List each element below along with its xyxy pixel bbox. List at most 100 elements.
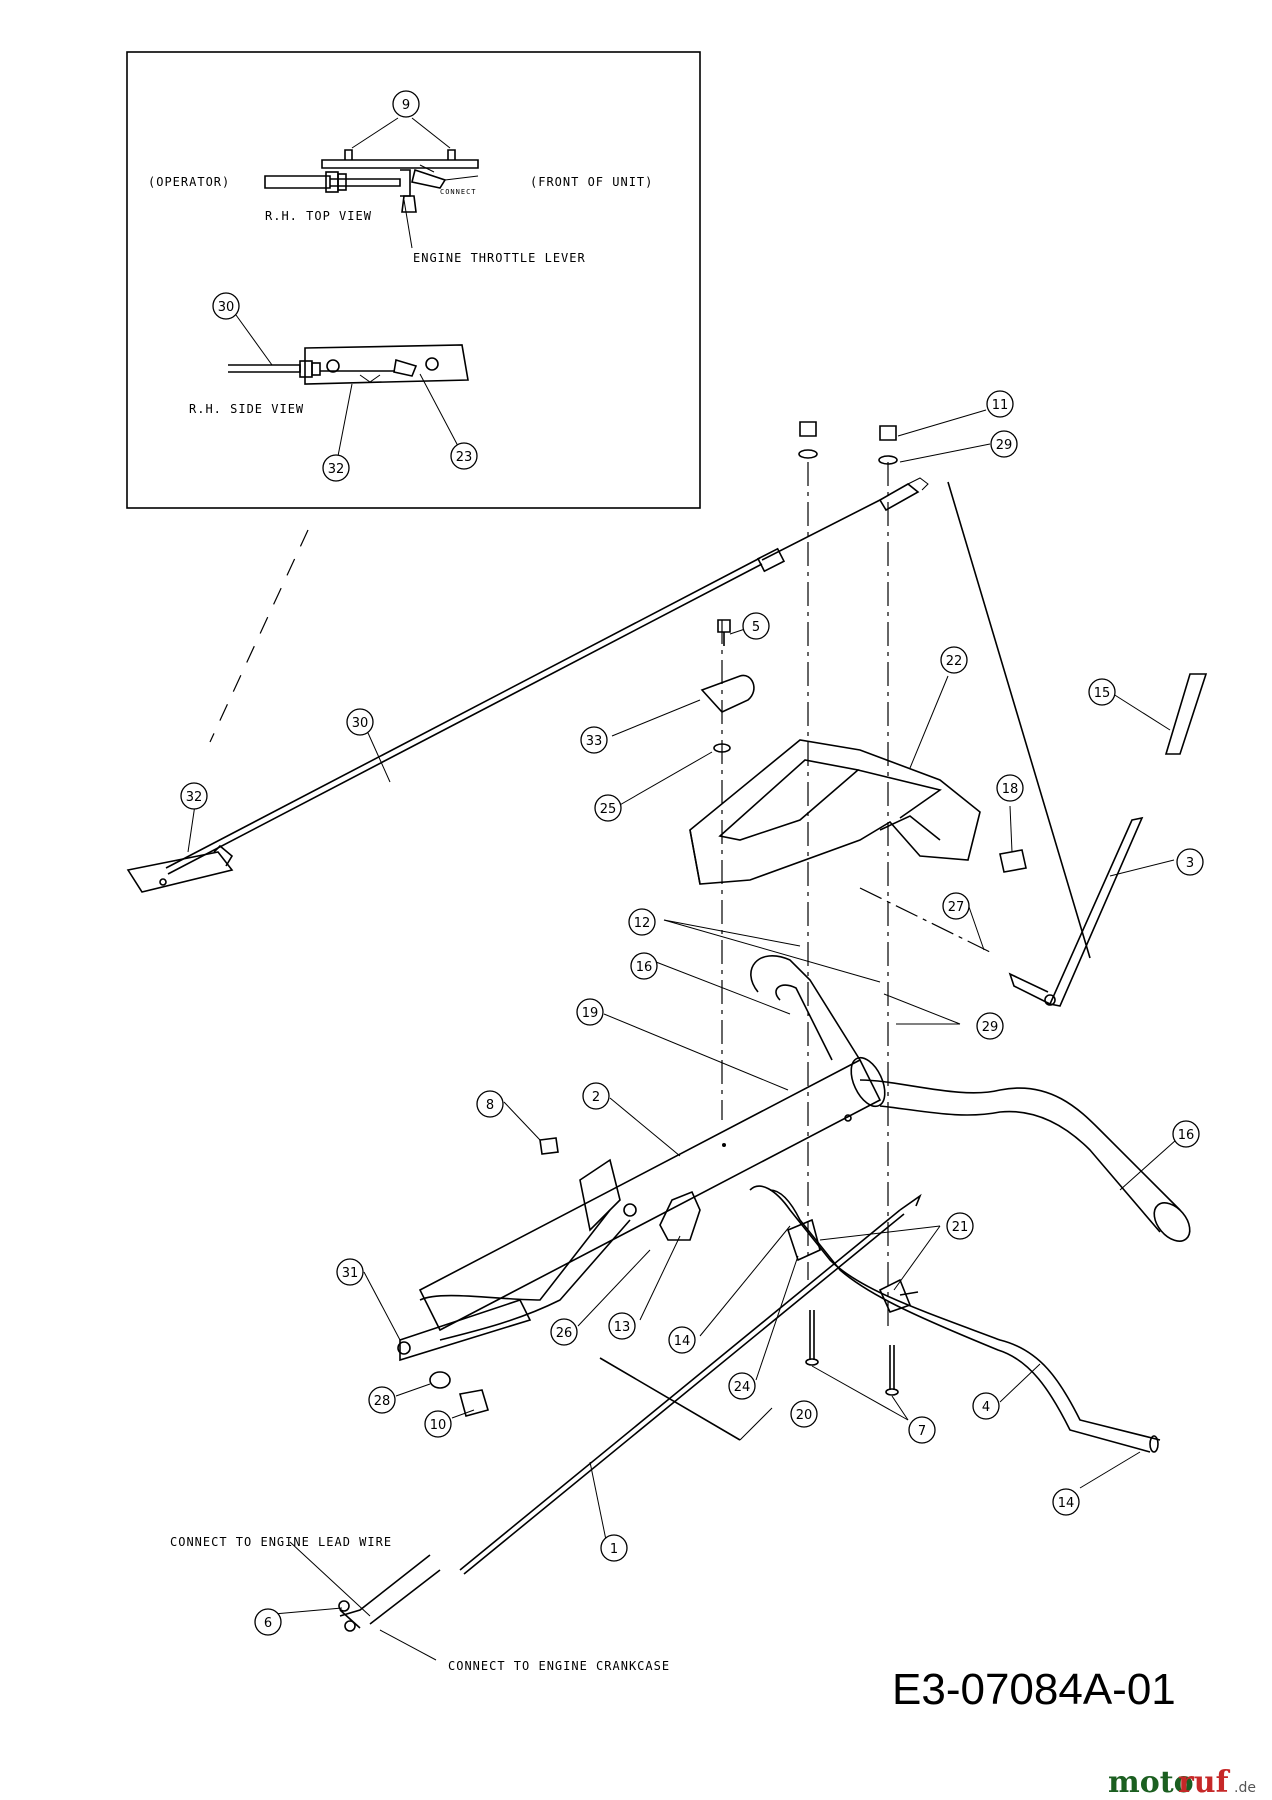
callout-20: 20 [790,1400,818,1428]
top-hardware [713,421,898,753]
svg-text:7: 7 [918,1424,926,1439]
callouts: 9 30 23 32 11 29 5 22 15 30 32 33 25 18 … [180,90,1204,1636]
svg-text:8: 8 [486,1098,494,1113]
callout-29-mid: 29 [976,1012,1004,1040]
watermark-part-b: ruf [1178,1765,1231,1800]
callout-7: 7 [908,1416,936,1444]
svg-text:4: 4 [982,1400,990,1415]
callout-26: 26 [550,1318,578,1346]
svg-text:19: 19 [582,1006,599,1021]
callout-10: 10 [424,1410,452,1438]
callout-1: 1 [600,1534,628,1562]
top-view-bracket [264,149,479,213]
svg-text:14: 14 [1058,1496,1075,1511]
cable-guide-bracket [700,674,755,713]
callout-12: 12 [628,908,656,936]
svg-text:2: 2 [592,1090,600,1105]
svg-text:12: 12 [634,916,651,931]
callout-32-main: 32 [180,782,208,810]
svg-text:18: 18 [1002,782,1019,797]
svg-text:16: 16 [636,960,653,975]
callout-29-top: 29 [990,430,1018,458]
front-of-unit-label: (FRONT OF UNIT) [530,175,653,189]
clutch-cable [749,1185,1161,1453]
callout-32-inset: 32 [322,454,350,482]
grip [1164,673,1208,755]
svg-text:24: 24 [734,1380,751,1395]
clip [999,849,1027,873]
lower-handle [397,1158,637,1362]
callout-15: 15 [1088,678,1116,706]
callout-22: 22 [940,646,968,674]
leader-lines [187,409,1177,1661]
upper-handle [750,955,1191,1242]
svg-text:25: 25 [600,802,617,817]
svg-text:15: 15 [1094,686,1111,701]
svg-text:32: 32 [328,462,345,477]
callout-9: 9 [392,90,420,118]
callout-19: 19 [576,998,604,1026]
callout-6: 6 [254,1608,282,1636]
callout-27: 27 [942,892,970,920]
svg-text:27: 27 [948,900,965,915]
callout-5: 5 [742,612,770,640]
svg-text:9: 9 [402,98,410,113]
svg-text:22: 22 [946,654,963,669]
side-view-bracket [228,344,469,385]
callout-14-bottom: 14 [1052,1488,1080,1516]
callout-16-top: 16 [630,952,658,980]
top-view-label: R.H. TOP VIEW [265,209,372,223]
bolt-8 [539,1137,559,1155]
watermark-logo: moto ruf .de [1108,1765,1256,1800]
crankcase-note: CONNECT TO ENGINE CRANKCASE [448,1659,670,1673]
lead-wire-note: CONNECT TO ENGINE LEAD WIRE [170,1535,392,1549]
callout-14-mid: 14 [668,1326,696,1354]
svg-text:33: 33 [586,734,603,749]
svg-text:29: 29 [996,438,1013,453]
callout-8: 8 [476,1090,504,1118]
cable-bracket [126,851,234,893]
svg-text:26: 26 [556,1326,573,1341]
inset-detail: (OPERATOR) (FRONT OF UNIT) R.H. TOP VIEW… [126,51,701,509]
svg-text:1: 1 [610,1542,618,1557]
svg-text:23: 23 [456,450,473,465]
svg-text:16: 16 [1178,1128,1195,1143]
svg-text:10: 10 [430,1418,447,1433]
callout-18: 18 [996,774,1024,802]
callout-4: 4 [972,1392,1000,1420]
callout-28: 28 [368,1386,396,1414]
svg-text:13: 13 [614,1320,631,1335]
callout-24: 24 [728,1372,756,1400]
svg-text:28: 28 [374,1394,391,1409]
control-rod [947,481,1091,959]
throttle-cable [165,557,761,869]
callout-11: 11 [986,390,1014,418]
drawing-code: E3-07084A-01 [892,1665,1176,1714]
callout-25: 25 [594,794,622,822]
callout-31: 31 [336,1258,364,1286]
callout-3: 3 [1176,848,1204,876]
callout-21: 21 [946,1212,974,1240]
svg-text:14: 14 [674,1334,691,1349]
throttle-lever [1008,816,1144,1007]
callout-13: 13 [608,1312,636,1340]
callout-30-inset: 30 [212,292,240,320]
svg-text:30: 30 [218,300,235,315]
svg-text:21: 21 [952,1220,969,1235]
main-tube [418,1056,886,1332]
throttle-lever-label: ENGINE THROTTLE LEVER [413,251,586,265]
svg-text:30: 30 [352,716,369,731]
callout-23: 23 [450,442,478,470]
callout-2: 2 [582,1082,610,1110]
svg-text:5: 5 [752,620,760,635]
watermark-part-a: moto [1108,1765,1194,1800]
callout-33: 33 [580,726,608,754]
watermark-suffix: .de [1234,1780,1256,1796]
callout-30-main: 30 [346,708,374,736]
knob [659,1190,701,1241]
svg-text:6: 6 [264,1616,272,1631]
inset-link-line [209,529,309,743]
svg-text:29: 29 [982,1020,999,1035]
operator-label: (OPERATOR) [148,175,230,189]
